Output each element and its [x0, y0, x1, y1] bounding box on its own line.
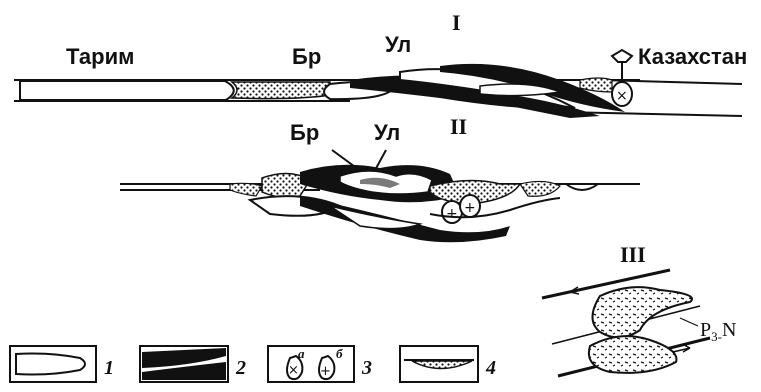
label-br-I: Бр [292, 44, 321, 69]
pull-apart-basin-lower [589, 336, 677, 373]
basin-fill-II-4 [520, 181, 560, 196]
shear-arrowhead-bottom [682, 344, 690, 352]
legend-label-2: 2 [235, 357, 246, 379]
label-ul-I: Ул [385, 32, 411, 57]
legend-label-4: 4 [485, 357, 496, 379]
section-II: II Бр Ул + + [120, 114, 640, 242]
section-III: III P3-N [542, 242, 736, 376]
section-I-numeral: I [452, 10, 461, 35]
legend-cross-icon: × [288, 363, 299, 378]
basin-fill-I-east [580, 78, 612, 92]
legend-swatch-continental [16, 354, 85, 375]
legend-label-1: 1 [104, 357, 114, 379]
volcano-icon [612, 50, 632, 62]
section-III-numeral: III [620, 242, 646, 267]
basin-fill-I [232, 82, 330, 99]
age-label-III: P3-N [700, 319, 736, 344]
intrusion-cross-I: × [616, 88, 628, 104]
section-I: I Тарим Бр Ул Казахстан × [14, 10, 747, 118]
age-label-pointer [680, 318, 698, 326]
legend: 1 2 × а + б 3 4 [10, 346, 496, 382]
intrusion-plus-II-1: + [446, 206, 458, 222]
legend-sub-a: а [298, 346, 305, 361]
label-ul-II: Ул [374, 120, 400, 145]
legend-plus-icon: + [320, 364, 331, 379]
legend-label-3: 3 [361, 357, 372, 379]
label-br-II: Бр [290, 120, 319, 145]
label-tarim: Тарим [66, 44, 134, 69]
legend-sub-b: б [336, 346, 343, 361]
basin-fill-II-1 [230, 183, 262, 196]
intrusion-plus-II-2: + [464, 200, 476, 216]
section-II-numeral: II [450, 114, 467, 139]
tarim-lens [20, 81, 234, 100]
label-kazakhstan: Казахстан [638, 44, 747, 69]
